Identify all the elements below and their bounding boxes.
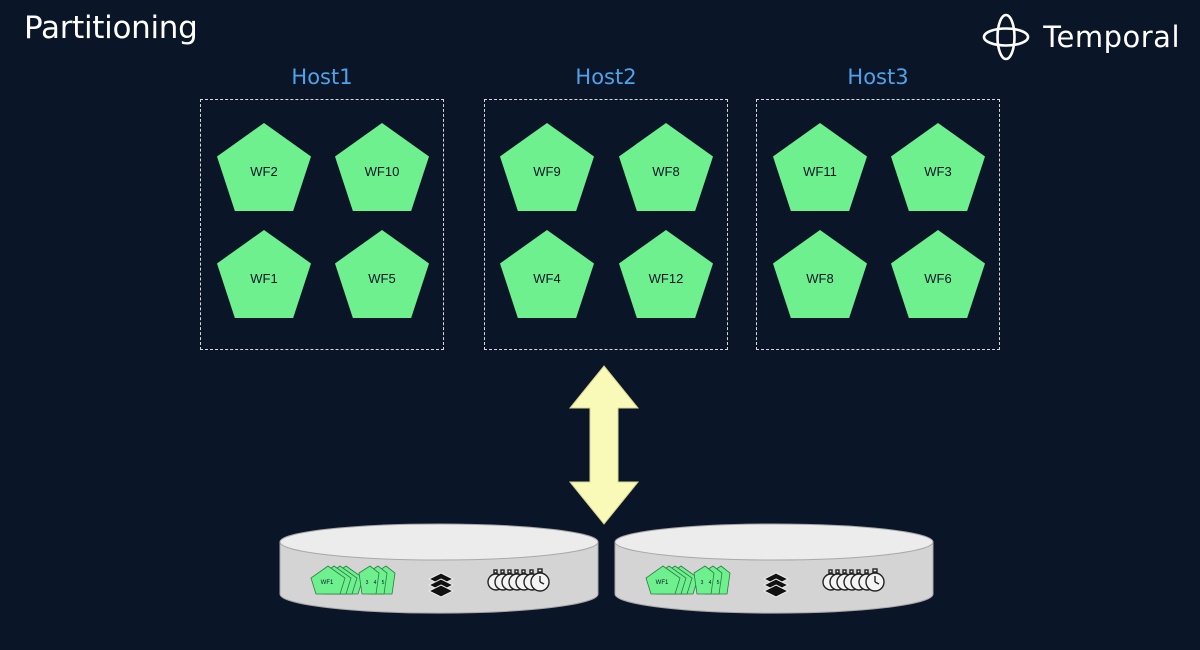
workflow-stack-icon: WF1 3 4 5 [645,565,731,595]
host-label-2: Host2 [575,65,637,89]
workflow-pentagon: WF11 [773,123,867,211]
host-label-1: Host1 [291,65,353,89]
host-box-3: WF11 WF3 WF8 WF6 [756,99,1000,350]
workflow-pentagon: WF8 [773,230,867,318]
workflow-pentagon: WF9 [500,123,594,211]
workflow-pentagon: WF1 [217,230,311,318]
workflow-label: WF5 [368,271,396,286]
disk-workflow-label: 4 [374,580,377,586]
timers-icon [822,568,885,592]
host-box-2: WF9 WF8 WF4 WF12 [484,99,728,350]
host-label-3: Host3 [847,65,909,89]
workflow-pentagon: WF2 [217,123,311,211]
disk-workflow-label: 3 [366,580,369,586]
workflow-label: WF4 [533,271,561,286]
timers-icon [487,568,550,592]
workflow-label: WF2 [250,164,278,179]
layers-icon [427,572,455,598]
workflow-label: WF6 [924,271,952,286]
double-arrow-icon [568,365,640,525]
workflow-pentagon: WF3 [891,123,985,211]
disk-workflow-label: WF1 [321,580,334,586]
disk-workflow-label: 5 [382,580,385,586]
temporal-logo-icon [982,13,1030,61]
database-disk: WF1 3 4 5 [614,523,934,614]
disk-workflow-label: 4 [709,580,712,586]
disk-workflow-label: WF1 [656,580,669,586]
workflow-pentagon: WF8 [619,123,713,211]
workflow-label: WF8 [806,271,834,286]
slide-title: Partitioning [24,10,198,46]
workflow-pentagon: WF10 [335,123,429,211]
workflow-label: WF9 [533,164,561,179]
brand-name: Temporal [1043,20,1180,54]
workflow-label: WF12 [648,271,684,286]
workflow-pentagon: WF5 [335,230,429,318]
workflow-label: WF1 [250,271,278,286]
temporal-brand: Temporal [981,12,1180,62]
disk-workflow-label: 5 [717,580,720,586]
disk-workflow-label: 3 [701,580,704,586]
workflow-pentagon: WF4 [500,230,594,318]
workflow-pentagon: WF12 [619,230,713,318]
database-disk: WF1 3 4 5 [279,523,599,614]
workflow-label: WF3 [924,164,952,179]
workflow-pentagon: WF6 [891,230,985,318]
layers-icon [762,572,790,598]
workflow-label: WF10 [364,164,400,179]
workflow-label: WF8 [652,164,680,179]
workflow-stack-icon: WF1 3 4 5 [310,565,396,595]
host-box-1: WF2 WF10 WF1 WF5 [200,99,444,350]
workflow-label: WF11 [803,164,837,179]
